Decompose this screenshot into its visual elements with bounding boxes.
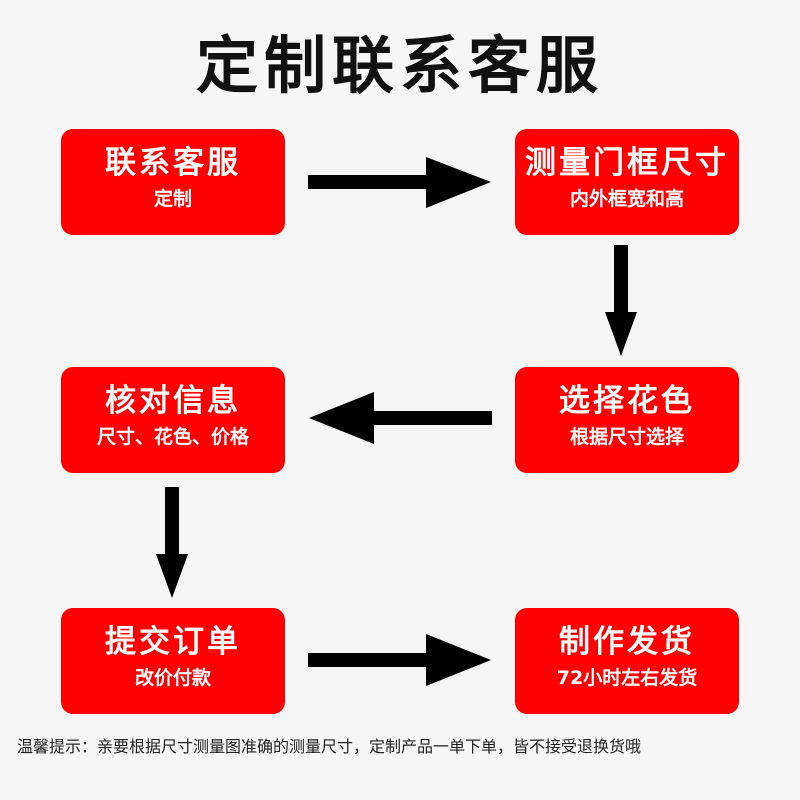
step-produce-ship: 制作发货 72小时左右发货 — [515, 608, 739, 714]
step-title: 制作发货 — [559, 624, 695, 660]
step-title: 提交订单 — [105, 624, 241, 660]
warm-tip-note: 温馨提示：亲要根据尺寸测量图准确的测量尺寸，定制产品一单下单，皆不接受退换货哦 — [17, 737, 642, 756]
step-submit-order: 提交订单 改价付款 — [61, 608, 285, 714]
step-subtitle: 定制 — [153, 188, 192, 210]
step-contact-service: 联系客服 定制 — [61, 129, 285, 235]
step-title: 核对信息 — [105, 383, 241, 419]
step-subtitle: 尺寸、花色、价格 — [96, 426, 249, 448]
arrow-left-icon — [309, 392, 492, 444]
step-subtitle: 根据尺寸选择 — [569, 426, 684, 448]
step-measure-door-frame: 测量门框尺寸 内外框宽和高 — [515, 129, 739, 235]
arrow-right-icon — [308, 157, 491, 208]
arrow-down-icon — [605, 245, 637, 356]
step-subtitle: 内外框宽和高 — [569, 188, 684, 210]
step-subtitle: 改价付款 — [134, 667, 211, 689]
step-title: 测量门框尺寸 — [525, 145, 729, 181]
step-verify-info: 核对信息 尺寸、花色、价格 — [61, 367, 285, 473]
page-title: 定制联系客服 — [195, 29, 604, 102]
arrow-down-icon — [156, 487, 188, 598]
arrow-right-icon — [308, 634, 491, 686]
step-title: 选择花色 — [559, 383, 695, 419]
step-choose-pattern: 选择花色 根据尺寸选择 — [515, 367, 739, 473]
step-title: 联系客服 — [105, 145, 241, 181]
step-subtitle: 72小时左右发货 — [556, 667, 698, 689]
